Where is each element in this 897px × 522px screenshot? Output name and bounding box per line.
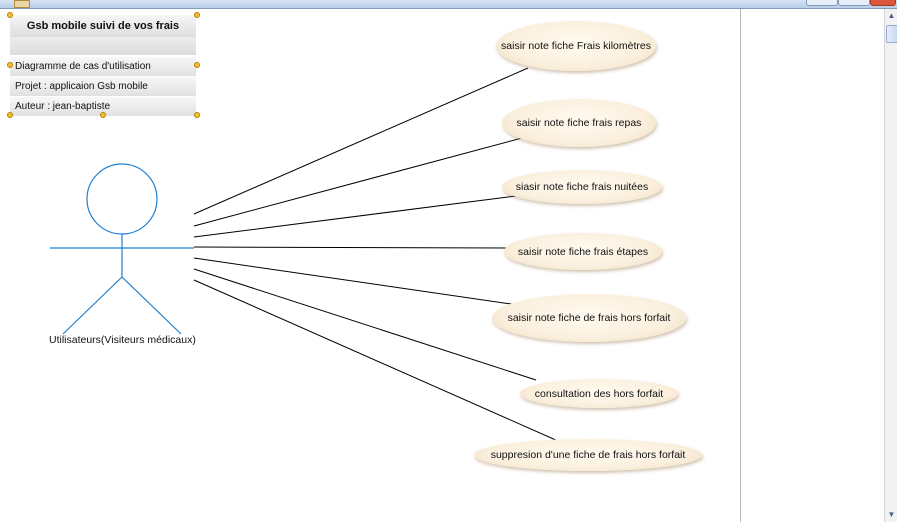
scrollbar-thumb[interactable] (886, 25, 897, 43)
usecase-frais-kilometres[interactable]: saisir note fiche Frais kilomètres (496, 21, 656, 71)
usecase-frais-nuitees[interactable]: siasir note fiche frais nuitées (502, 170, 662, 204)
selection-handle[interactable] (100, 112, 106, 118)
association-line (193, 257, 519, 306)
association-line (193, 195, 517, 238)
selection-handle[interactable] (194, 112, 200, 118)
scroll-down-icon[interactable]: ▼ (887, 510, 896, 519)
association-line (193, 67, 529, 215)
info-row-author: Auteur : jean-baptiste (10, 97, 196, 116)
document-icon (14, 0, 30, 8)
usecase-frais-etapes[interactable]: saisir note fiche frais étapes (504, 233, 662, 270)
info-row-diagram-type: Diagramme de cas d'utilisation (10, 57, 196, 76)
association-line (193, 279, 559, 442)
info-row-project: Projet : applicaion Gsb mobile (10, 77, 196, 96)
window-title-strip (0, 0, 897, 9)
scroll-up-icon[interactable]: ▲ (887, 11, 896, 20)
selection-handle[interactable] (7, 12, 13, 18)
usecase-frais-hors-forfait[interactable]: saisir note fiche de frais hors forfait (492, 294, 686, 342)
selection-handle[interactable] (7, 62, 13, 68)
close-button[interactable] (870, 0, 896, 6)
stick-figure-icon[interactable] (50, 163, 194, 335)
vertical-scrollbar[interactable]: ▲ ▼ (884, 9, 897, 522)
selection-handle[interactable] (194, 12, 200, 18)
diagram-info-block[interactable]: Gsb mobile suivi de vos frais Diagramme … (10, 15, 196, 116)
maximize-button[interactable] (838, 0, 870, 6)
associations (193, 67, 559, 442)
info-block-title: Gsb mobile suivi de vos frais (10, 15, 196, 37)
usecase-frais-repas[interactable]: saisir note fiche frais repas (502, 99, 656, 147)
actor-label: Utilisateurs(Visiteurs médicaux) (49, 334, 196, 346)
selection-handle[interactable] (7, 112, 13, 118)
page-boundary (740, 9, 741, 522)
association-line (193, 268, 537, 381)
usecase-consultation-hors-forfait[interactable]: consultation des hors forfait (520, 379, 678, 408)
minimize-button[interactable] (806, 0, 838, 6)
selection-handle[interactable] (194, 62, 200, 68)
association-line (193, 137, 523, 227)
association-line (193, 246, 513, 249)
usecase-suppression-fiche[interactable]: suppresion d'une fiche de frais hors for… (474, 439, 702, 471)
